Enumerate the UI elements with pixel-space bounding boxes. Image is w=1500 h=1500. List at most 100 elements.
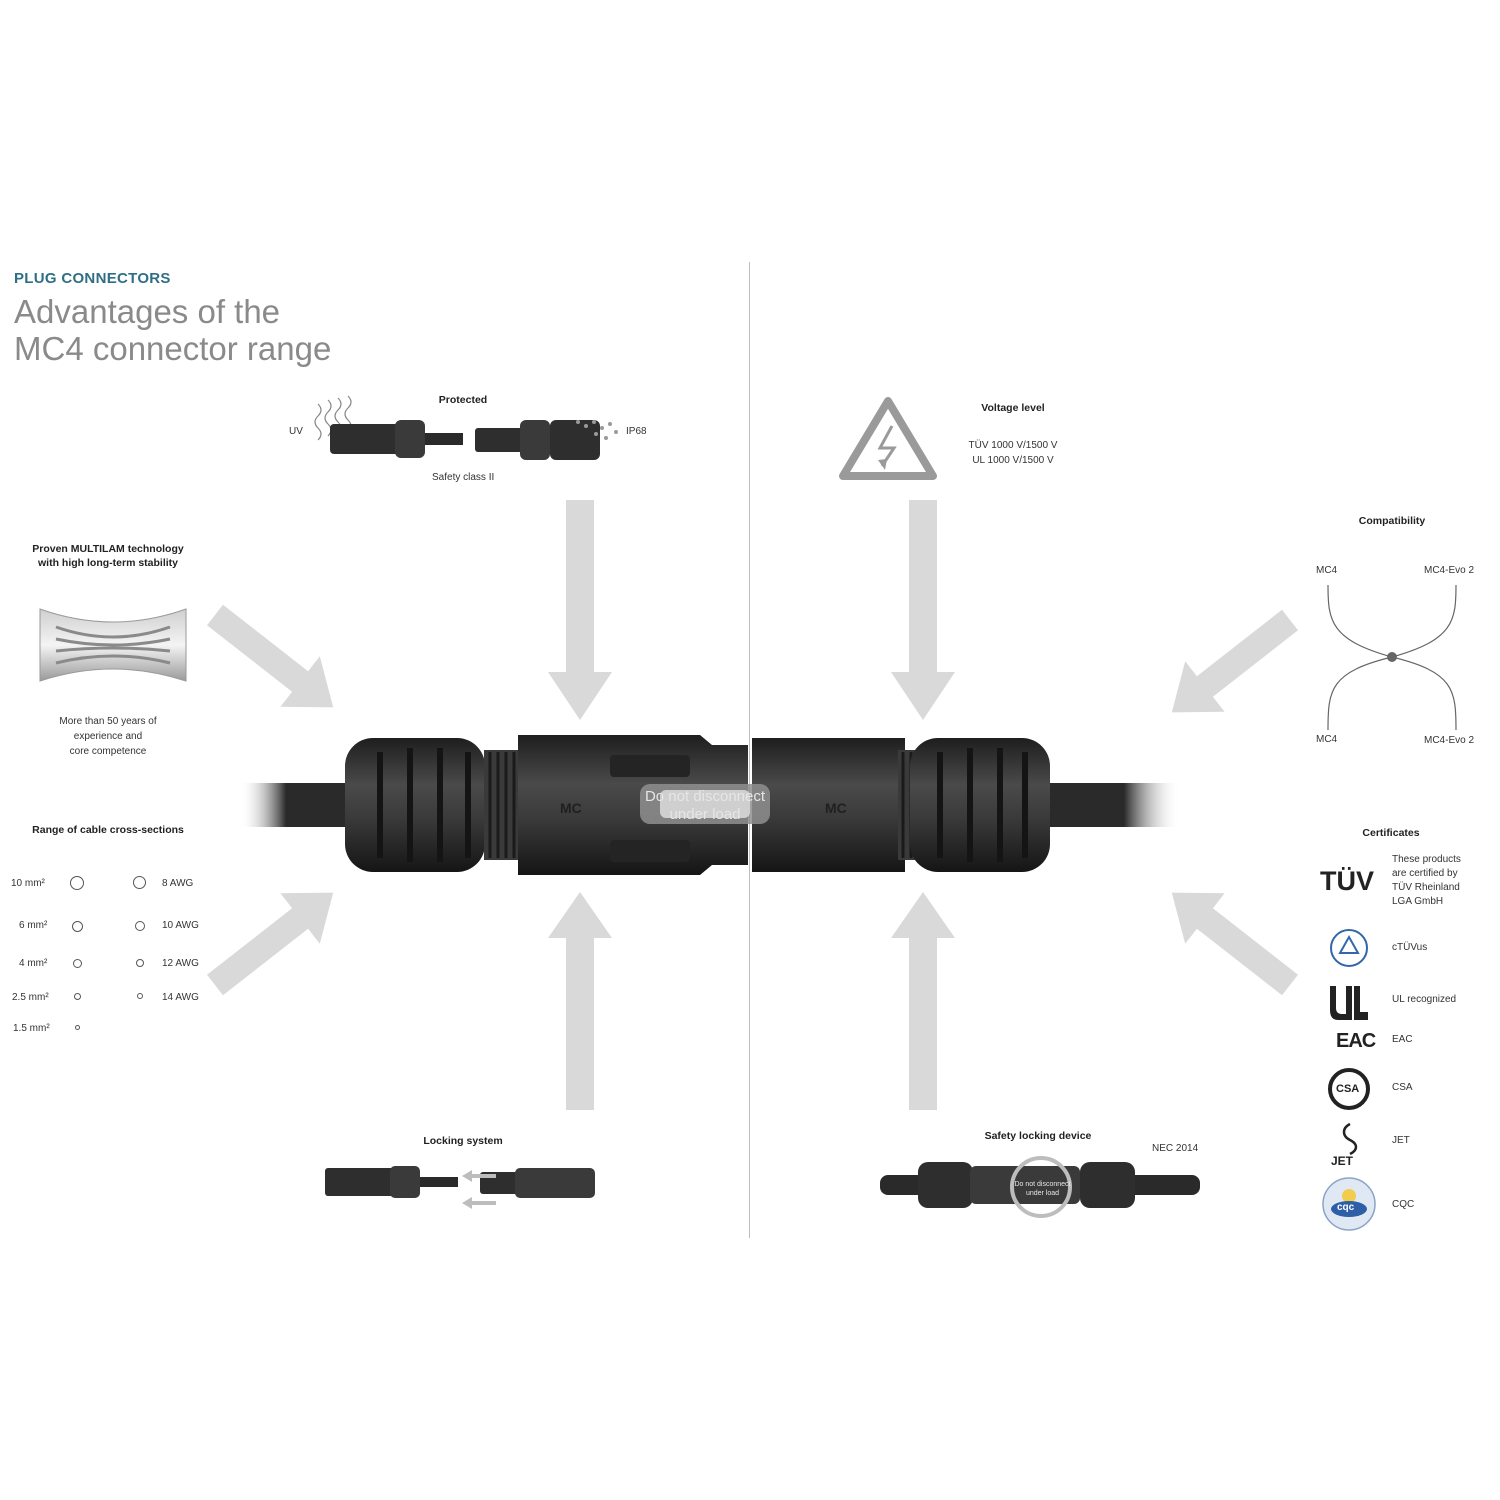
multilam-contact-image <box>39 608 187 682</box>
tuv-line-2: are certified by <box>1392 868 1458 879</box>
certificates-heading: Certificates <box>1362 827 1420 839</box>
locking-heading: Locking system <box>423 1135 503 1147</box>
cable-size-circle-14awg <box>137 993 143 999</box>
ul-recognized-logo-icon <box>1330 986 1368 1020</box>
compat-bottom-right: MC4-Evo 2 <box>1424 735 1475 746</box>
jet-logo-text: JET <box>1331 1154 1354 1168</box>
cable-size-circle-6mm <box>72 921 83 932</box>
safety-warning-line-2: under load <box>1025 1190 1060 1197</box>
cqc-label: CQC <box>1392 1199 1415 1210</box>
safety-lock-heading: Safety locking device <box>984 1130 1092 1142</box>
cert-ctuvus: cTÜVus <box>1320 925 1490 975</box>
cable-awg-10: 10 AWG <box>162 920 199 931</box>
tuv-line-1: These products <box>1392 854 1461 865</box>
center-divider <box>749 262 750 1238</box>
multilam-desc-line-2: experience and <box>73 731 143 742</box>
cable-size-circle-1-5mm <box>75 1025 80 1030</box>
connector-print-line-1: Do not disconnect <box>644 788 766 805</box>
voltage-ul: UL 1000 V/1500 V <box>972 455 1054 466</box>
cable-mm-10: 10 mm² <box>11 878 45 889</box>
cqc-logo-icon <box>1322 1177 1376 1231</box>
connector-brand-right: MC <box>825 800 847 816</box>
multilam-heading-line-1: Proven MULTILAM technology <box>32 543 184 555</box>
multilam-desc-line-3: core competence <box>69 746 147 757</box>
arrow-icon-safety <box>891 892 955 1110</box>
cable-mm-6: 6 mm² <box>19 920 48 931</box>
connector-print: Do not disconnect under load <box>615 788 795 824</box>
protected-uv-label: UV <box>289 426 303 437</box>
compat-top-right: MC4-Evo 2 <box>1424 565 1475 576</box>
tuv-line-3: TÜV Rheinland <box>1392 882 1460 893</box>
cable-awg-12: 12 AWG <box>162 958 199 969</box>
safety-lock-warning: Do not disconnect under load <box>1005 1180 1080 1198</box>
multilam-description: More than 50 years of experience and cor… <box>28 714 188 759</box>
compatibility-diagram <box>1327 584 1457 731</box>
connector-print-line-2: under load <box>669 806 741 823</box>
cable-size-circle-4mm <box>73 959 82 968</box>
csa-logo-text: CSA <box>1336 1083 1360 1095</box>
tuv-logo: TÜV <box>1320 866 1374 896</box>
protected-safety-label: Safety class II <box>432 472 495 483</box>
cert-cqc: cqc CQC <box>1320 1177 1490 1231</box>
cable-mm-1-5: 1.5 mm² <box>13 1023 50 1034</box>
eac-label: EAC <box>1392 1034 1413 1045</box>
connector-brand-left: MC <box>560 800 582 816</box>
compat-top-left: MC4 <box>1316 565 1338 576</box>
ul-label: UL recognized <box>1392 994 1457 1005</box>
title-line-1: Advantages of the <box>14 293 281 330</box>
tuv-line-4: LGA GmbH <box>1392 896 1444 907</box>
cable-size-circle-12awg <box>136 959 144 967</box>
cert-eac: EAC EAC <box>1320 1022 1490 1072</box>
section-kicker: PLUG CONNECTORS <box>14 270 171 287</box>
cable-size-circle-10mm <box>70 876 84 890</box>
multilam-heading-line-2: with high long-term stability <box>38 557 178 569</box>
title-line-2: MC4 connector range <box>14 330 332 367</box>
multilam-heading: Proven MULTILAM technology with high lon… <box>18 542 198 570</box>
compatibility-heading: Compatibility <box>1358 515 1426 527</box>
tuv-description: These products are certified by TÜV Rhei… <box>1392 853 1461 909</box>
protected-ip-label: IP68 <box>626 426 647 437</box>
arrow-icon-compatibility <box>1171 609 1299 713</box>
safety-lock-nec: NEC 2014 <box>1152 1143 1199 1154</box>
compat-bottom-left: MC4 <box>1316 734 1338 745</box>
warning-triangle-icon <box>839 397 937 480</box>
arrow-icon-voltage <box>891 500 955 720</box>
ctuvus-logo-icon <box>1330 929 1368 967</box>
cable-size-circle-2-5mm <box>74 993 81 1000</box>
jet-label: JET <box>1392 1135 1410 1146</box>
cert-csa: CSA CSA <box>1320 1065 1490 1115</box>
arrow-icon-locking <box>548 892 612 1110</box>
arrow-icon-protected <box>548 500 612 720</box>
cable-mm-2-5: 2.5 mm² <box>12 992 49 1003</box>
cqc-logo-text: cqc <box>1337 1202 1355 1213</box>
voltage-heading: Voltage level <box>981 402 1045 414</box>
arrow-icon-multilam <box>206 604 334 708</box>
cable-size-circle-10awg <box>135 921 145 931</box>
lightning-icon <box>877 425 897 470</box>
cable-mm-4: 4 mm² <box>19 958 48 969</box>
voltage-tuv: TÜV 1000 V/1500 V <box>968 440 1058 451</box>
voltage-values: TÜV 1000 V/1500 V UL 1000 V/1500 V <box>948 438 1078 468</box>
ctuvus-label: cTÜVus <box>1392 942 1428 953</box>
cable-heading: Range of cable cross-sections <box>32 824 184 836</box>
page-title: Advantages of the MC4 connector range <box>14 293 331 367</box>
safety-warning-line-1: Do not disconnect <box>1014 1181 1071 1188</box>
cert-jet: JET JET <box>1320 1120 1490 1170</box>
cable-awg-8: 8 AWG <box>162 878 194 889</box>
cable-size-circle-8awg <box>133 876 146 889</box>
arrow-icon-certificates <box>1171 892 1299 996</box>
protected-heading: Protected <box>438 394 488 406</box>
arrow-icon-cable <box>206 892 334 996</box>
csa-logo-icon <box>1328 1068 1370 1110</box>
multilam-desc-line-1: More than 50 years of <box>59 716 157 727</box>
jet-logo-icon <box>1342 1122 1358 1156</box>
cert-tuv: TÜV These products are certified by TÜV … <box>1320 852 1490 912</box>
cable-awg-14: 14 AWG <box>162 992 199 1003</box>
csa-label: CSA <box>1392 1082 1413 1093</box>
cert-ul: UL recognized <box>1320 978 1490 1028</box>
